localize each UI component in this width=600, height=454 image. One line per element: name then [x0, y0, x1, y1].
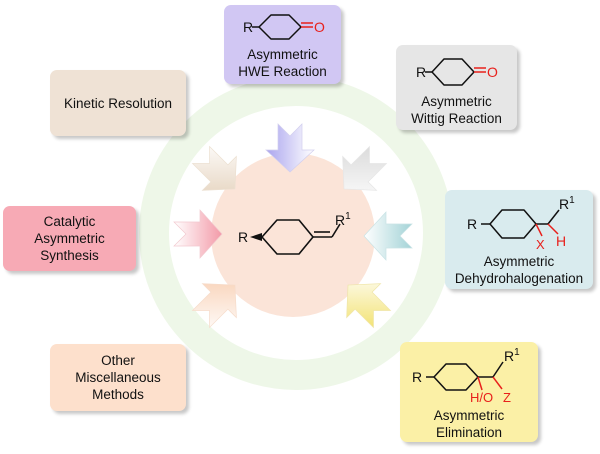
elim-r1-label: R1	[504, 347, 520, 364]
elimination-molecule: R H/O Z R1	[412, 347, 520, 405]
elim-z-label: Z	[503, 390, 511, 405]
misc-methods-box: Other Miscellaneous Methods	[50, 344, 186, 411]
hwe-label-line2: HWE Reaction	[238, 64, 327, 79]
misc-label-line2: Miscellaneous	[75, 370, 161, 385]
wittig-molecule: R O	[416, 58, 498, 86]
arrow-from-dehydro	[363, 211, 413, 261]
arrow-from-kinetic	[191, 145, 237, 191]
dehydro-r1-label: R1	[559, 195, 575, 212]
kinetic-resolution-label: Kinetic Resolution	[63, 95, 173, 111]
dehydro-molecule: R X H R1	[467, 195, 575, 252]
catalytic-synthesis-box: Catalytic Asymmetric Synthesis	[3, 206, 136, 271]
elim-r-label: R	[412, 369, 422, 385]
hwe-o-label: O	[314, 19, 325, 35]
wittig-r-label: R	[416, 64, 426, 80]
elim-ho-label: H/O	[470, 390, 493, 405]
dehydrohalogenation-box: R X H R1 Asymmetric Dehydrohalogenation	[445, 190, 593, 289]
wittig-o-label: O	[487, 64, 498, 80]
arrow-from-hwe	[265, 123, 315, 173]
catalytic-label-line1: Catalytic	[43, 214, 96, 229]
kinetic-resolution-box: Kinetic Resolution	[50, 70, 186, 136]
dehydro-label-line1: Asymmetric	[483, 254, 555, 269]
hwe-r-label: R	[243, 19, 253, 35]
catalytic-label-line3: Synthesis	[40, 248, 99, 263]
dehydro-label-line2: Dehydrohalogenation	[454, 271, 584, 286]
dehydro-h-label: H	[556, 233, 566, 249]
wittig-box: R O Asymmetric Wittig Reaction	[396, 45, 517, 130]
elim-label-line2: Elimination	[435, 425, 503, 440]
dehydro-r-label: R	[467, 216, 477, 232]
elimination-box: R H/O Z R1 Asymmetric Elimination	[400, 342, 538, 442]
wittig-label-line1: Asymmetric	[421, 94, 492, 109]
catalytic-label-line2: Asymmetric	[34, 231, 105, 246]
green-ring	[139, 76, 453, 390]
arrow-from-misc	[191, 283, 237, 329]
arrow-from-wittig	[342, 145, 388, 191]
hwe-box: R O Asymmetric HWE Reaction	[224, 5, 341, 84]
wedge-bond	[250, 233, 262, 241]
center-disc	[211, 153, 375, 317]
center-r-label: R	[238, 229, 248, 245]
arrow-from-elimination	[346, 283, 392, 329]
arrow-from-catalytic	[173, 209, 223, 259]
hwe-molecule: R O	[243, 14, 325, 40]
hwe-label-line1: Asymmetric	[247, 47, 318, 62]
dehydro-x-label: X	[536, 237, 545, 252]
wittig-label-line2: Wittig Reaction	[411, 111, 502, 126]
elim-label-line1: Asymmetric	[433, 408, 505, 423]
misc-label-line1: Other	[101, 353, 135, 368]
center-r1-label: R1	[335, 211, 351, 228]
misc-label-line3: Methods	[92, 387, 144, 402]
